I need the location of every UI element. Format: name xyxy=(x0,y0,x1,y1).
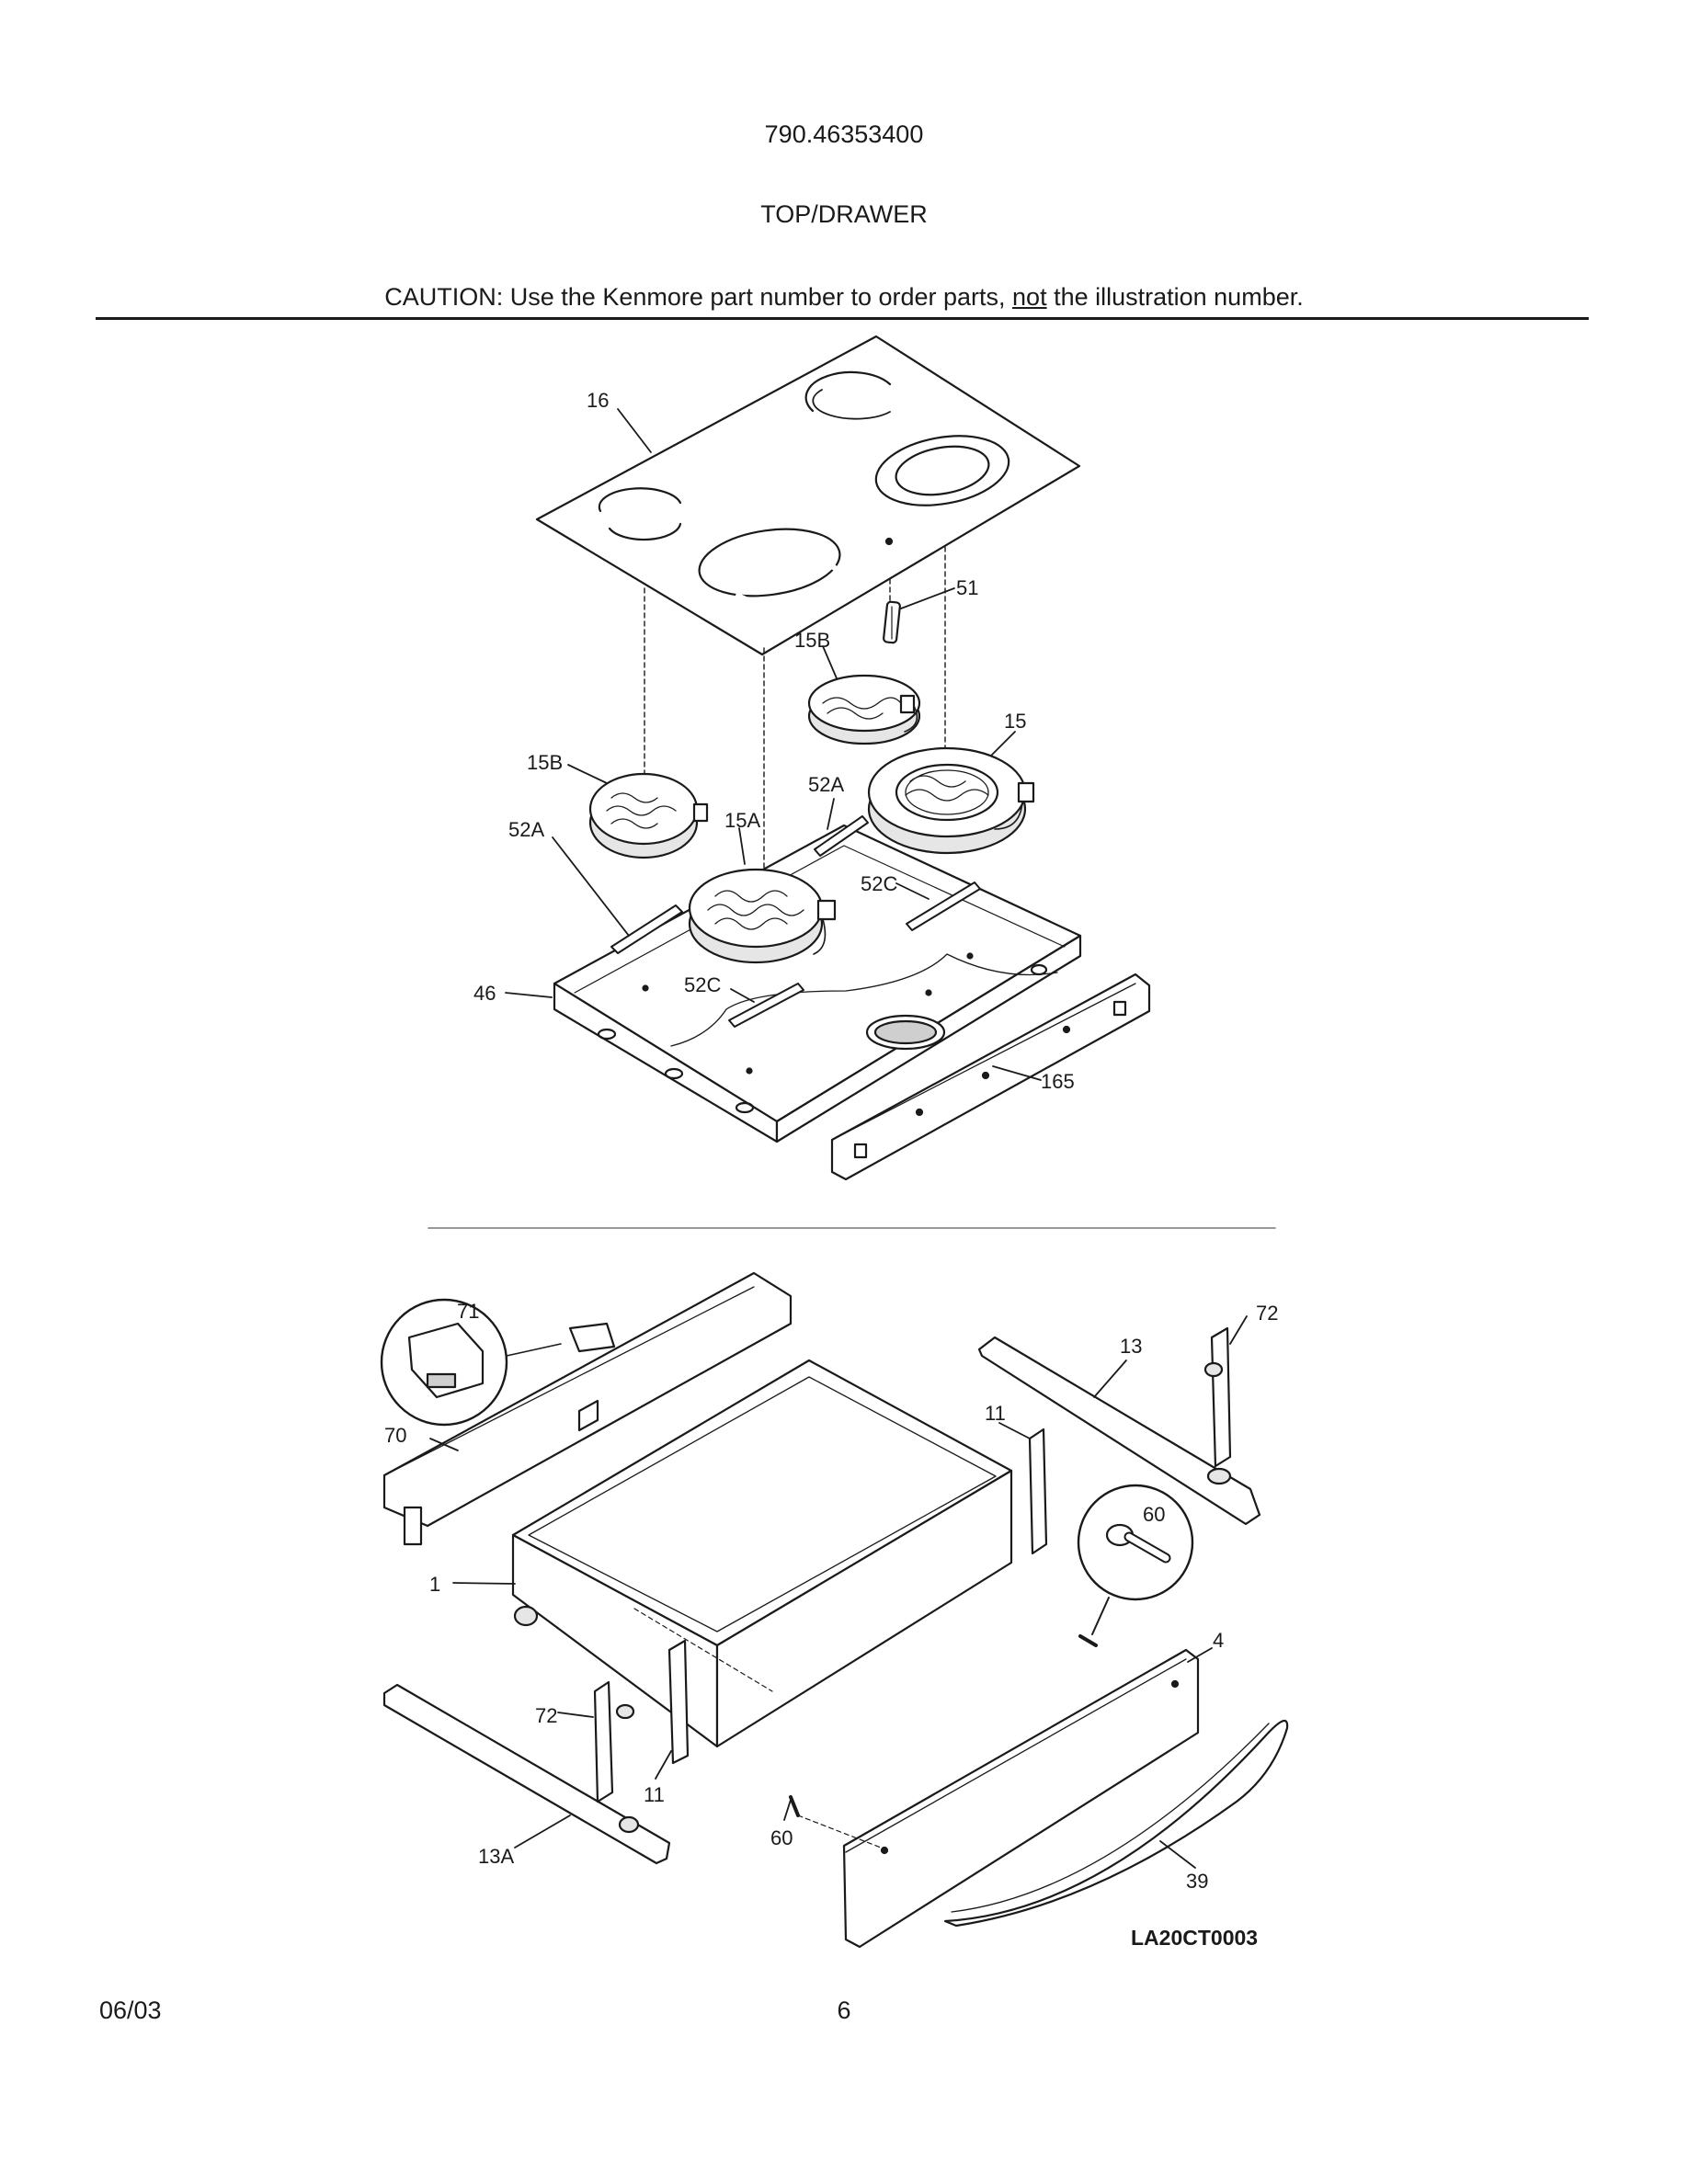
callout-15B-left: 15B xyxy=(527,751,563,774)
part-165-rail xyxy=(830,973,1151,1181)
callout-15A: 15A xyxy=(724,809,760,832)
page-number: 6 xyxy=(837,1996,851,2024)
callout-13: 13 xyxy=(1120,1335,1142,1358)
part-15-element-large xyxy=(867,746,1035,855)
wire-harnesses xyxy=(610,815,981,1028)
part-15B-element-top xyxy=(807,674,921,745)
part-71-detail xyxy=(380,1298,616,1427)
part-13-drawer-rail-right xyxy=(977,1336,1261,1526)
caution-emphasis: not xyxy=(1012,283,1047,311)
part-72-bracket-top xyxy=(1203,1326,1232,1468)
callout-165: 165 xyxy=(1041,1070,1075,1093)
leader-lines xyxy=(429,408,1248,1869)
callouts: 16 51 15B 15 15B 52A 52A 15A 52C 46 52C … xyxy=(384,389,1278,1950)
revision-date: 06/03 xyxy=(99,1996,162,2024)
part-11-bracket-bottom xyxy=(667,1639,690,1765)
part-11-bracket-top xyxy=(1028,1428,1048,1555)
callout-1: 1 xyxy=(429,1573,440,1596)
caution-suffix: the illustration number. xyxy=(1046,283,1304,311)
part-13A-drawer-rail xyxy=(382,1683,671,1865)
part-15B-element-left xyxy=(588,772,709,859)
illustration-code: LA20CT0003 xyxy=(1131,1926,1258,1950)
callout-52A-right: 52A xyxy=(808,773,844,796)
glass-cooktop xyxy=(535,335,1081,656)
callout-39: 39 xyxy=(1186,1870,1208,1893)
model-number: 790.46353400 xyxy=(764,120,924,148)
section-title: TOP/DRAWER xyxy=(760,200,928,228)
callout-4: 4 xyxy=(1213,1629,1224,1652)
callout-11-bottom: 11 xyxy=(644,1783,665,1806)
callout-72-top: 72 xyxy=(1256,1302,1278,1325)
header-rule xyxy=(96,317,1589,320)
part-39-handle xyxy=(943,1719,1289,1928)
callout-60-bottom: 60 xyxy=(770,1826,793,1849)
caution-note: CAUTION: Use the Kenmore part number to … xyxy=(0,283,1688,312)
part-70-drawer-rail-left xyxy=(382,1271,793,1546)
part-4-drawer-front xyxy=(842,1648,1200,1949)
caution-prefix: CAUTION: Use the Kenmore part number to … xyxy=(384,283,1013,311)
part-72-bracket-bottom xyxy=(593,1680,635,1803)
callout-52A-left: 52A xyxy=(508,818,544,841)
callout-16: 16 xyxy=(587,389,609,412)
callout-60-top: 60 xyxy=(1143,1503,1165,1526)
part-15A-element xyxy=(688,868,837,964)
callout-52C-left: 52C xyxy=(684,973,721,996)
callout-11-top: 11 xyxy=(985,1402,1006,1425)
callout-46: 46 xyxy=(473,982,496,1005)
callout-52C-right: 52C xyxy=(861,872,897,895)
part-60-screw xyxy=(789,1795,882,1848)
callout-15B-top: 15B xyxy=(794,629,830,652)
part-60-detail xyxy=(1077,1484,1194,1647)
part-51-sensor xyxy=(883,600,901,644)
callout-72-bottom: 72 xyxy=(535,1704,557,1727)
callout-71: 71 xyxy=(457,1300,479,1323)
part-1-drawer xyxy=(511,1359,1013,1748)
callout-13A: 13A xyxy=(478,1845,514,1868)
callout-51: 51 xyxy=(956,576,978,599)
callout-70: 70 xyxy=(384,1424,406,1447)
callout-15: 15 xyxy=(1004,710,1026,733)
